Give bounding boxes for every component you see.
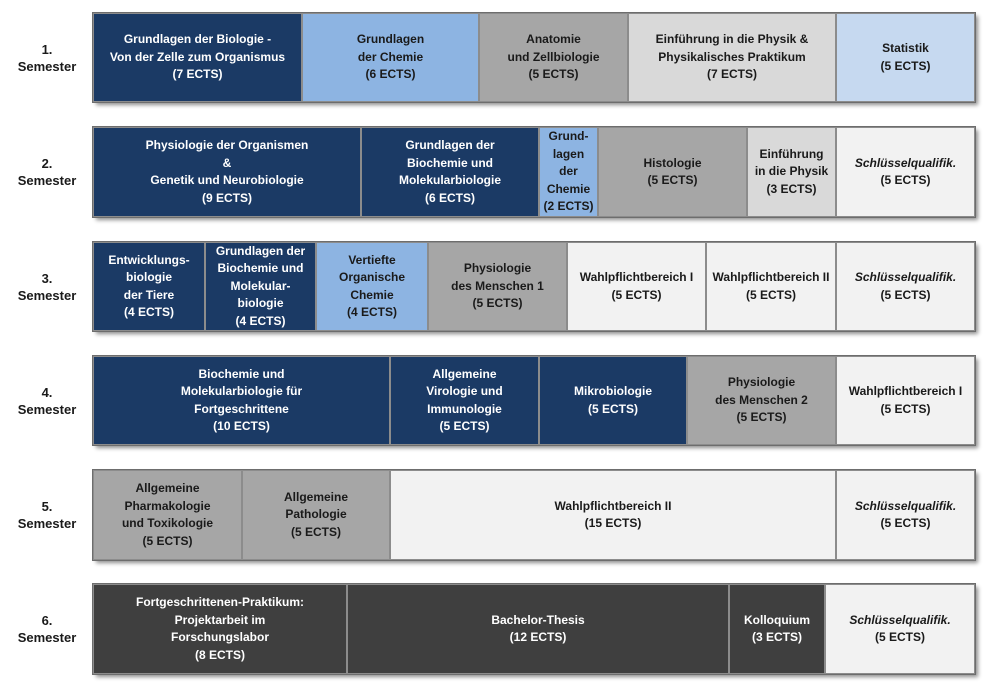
module-title: Schlüsselqualifik. [854,155,957,170]
semester-word: Semester [17,516,77,531]
module-title: Vertiefte Organische Chemie (4 ECTS) [338,252,406,320]
module-box: Mikrobiologie (5 ECTS) [539,356,687,445]
semester-row: Physiologie der Organismen & Genetik und… [92,126,976,218]
semester-label: 3.Semester [4,242,90,331]
module-box: Grund- lagen der Chemie (2 ECTS) [539,127,598,217]
module-box: Statistik (5 ECTS) [836,13,975,102]
semester-label: 5. Semester [4,470,90,560]
semester-number: 6. [41,613,53,628]
module-box: Wahlpflichtbereich II (15 ECTS) [390,470,836,560]
module-box: Grundlagen der Biochemie und Molekularbi… [361,127,539,217]
semester-word: Semester [17,173,77,188]
module-ects: (5 ECTS) [874,630,925,644]
module-box: Physiologie des Menschen 2 (5 ECTS) [687,356,836,445]
semester-row: Allgemeine Pharmakologie und Toxikologie… [92,469,976,561]
module-box: Schlüsselqualifik. (5 ECTS) [836,242,975,331]
module-box: Schlüsselqualifik. (5 ECTS) [836,127,975,217]
module-title: Fortgeschrittenen-Praktikum: Projektarbe… [135,595,305,662]
module-title: Allgemeine Virologie und Immunologie (5 … [426,366,503,434]
semester-row: Entwicklungs- biologie der Tiere (4 ECTS… [92,241,976,332]
semester-row: Biochemie und Molekularbiologie für Fort… [92,355,976,446]
semester-word: Semester [17,287,77,303]
module-box: Physiologie der Organismen & Genetik und… [93,127,361,217]
module-box: Allgemeine Pharmakologie und Toxikologie… [93,470,242,560]
module-box: Wahlpflichtbereich I (5 ECTS) [567,242,706,331]
module-title: Bachelor-Thesis (12 ECTS) [491,612,585,645]
module-title: Grundlagen der Biochemie und Molekularbi… [398,138,501,205]
module-box: Wahlpflichtbereich II (5 ECTS) [706,242,836,331]
module-title: Kolloquium (3 ECTS) [744,612,810,645]
module-box: Histologie (5 ECTS) [598,127,747,217]
module-title: Grundlagen der Chemie (6 ECTS) [356,32,425,82]
module-ects: (5 ECTS) [880,516,931,530]
module-title: Einführung in die Physik & Physikalische… [655,32,809,82]
semester-row: Fortgeschrittenen-Praktikum: Projektarbe… [92,583,976,675]
module-box: Wahlpflichtbereich I (5 ECTS) [836,356,975,445]
module-title: Schlüsselqualifik. [854,270,957,284]
semester-word: Semester [17,58,77,74]
module-box: Einführung in die Physik & Physikalische… [628,13,836,102]
module-title: Wahlpflichtbereich II (5 ECTS) [712,270,830,302]
module-title: Physiologie des Menschen 1 (5 ECTS) [451,261,544,311]
semester-number: 3. [41,270,53,286]
module-title: Schlüsselqualifik. [849,612,951,627]
module-title: Schlüsselqualifik. [854,498,957,513]
semester-number: 4. [41,384,53,400]
module-title: Wahlpflichtbereich II (15 ECTS) [554,498,672,531]
module-title: Einführung in die Physik (3 ECTS) [754,146,829,196]
semester-word: Semester [17,630,77,645]
module-title: Biochemie und Molekularbiologie für Fort… [180,366,303,434]
module-title: Allgemeine Pathologie (5 ECTS) [283,489,349,539]
semester-label: 2. Semester [4,127,90,217]
semester-label: 4.Semester [4,356,90,445]
module-box: Fortgeschrittenen-Praktikum: Projektarbe… [93,584,347,674]
module-box: Grundlagen der Biologie - Von der Zelle … [93,13,302,102]
module-box: Vertiefte Organische Chemie (4 ECTS) [316,242,428,331]
module-title: Grundlagen der Biochemie und Molekular- … [215,243,306,328]
module-title: Mikrobiologie (5 ECTS) [574,384,652,416]
module-title: Histologie (5 ECTS) [643,155,702,188]
module-ects: (5 ECTS) [880,287,931,302]
module-title: Grundlagen der Biologie - Von der Zelle … [109,32,286,82]
module-box: Schlüsselqualifik. (5 ECTS) [836,470,975,560]
module-box: Physiologie des Menschen 1 (5 ECTS) [428,242,567,331]
module-title: Entwicklungs- biologie der Tiere (4 ECTS… [108,252,190,320]
semester-label: 1.Semester [4,13,90,102]
module-box: Allgemeine Virologie und Immunologie (5 … [390,356,539,445]
module-title: Wahlpflichtbereich I (5 ECTS) [579,270,694,302]
module-box: Grundlagen der Chemie (6 ECTS) [302,13,479,102]
semester-number: 2. [41,156,53,171]
module-box: Anatomie und Zellbiologie (5 ECTS) [479,13,628,102]
semester-label: 6. Semester [4,584,90,674]
module-title: Physiologie des Menschen 2 (5 ECTS) [715,375,808,425]
semester-row: Grundlagen der Biologie - Von der Zelle … [92,12,976,103]
module-box: Allgemeine Pathologie (5 ECTS) [242,470,390,560]
module-ects: (5 ECTS) [880,173,931,187]
semester-word: Semester [17,401,77,417]
module-box: Grundlagen der Biochemie und Molekular- … [205,242,316,331]
module-title: Statistik (5 ECTS) [880,41,931,73]
module-box: Kolloquium (3 ECTS) [729,584,825,674]
module-box: Bachelor-Thesis (12 ECTS) [347,584,729,674]
module-box: Schlüsselqualifik. (5 ECTS) [825,584,975,674]
module-box: Entwicklungs- biologie der Tiere (4 ECTS… [93,242,205,331]
semester-number: 5. [41,499,53,514]
module-title: Allgemeine Pharmakologie und Toxikologie… [121,481,214,548]
module-title: Anatomie und Zellbiologie (5 ECTS) [507,32,600,82]
module-box: Biochemie und Molekularbiologie für Fort… [93,356,390,445]
module-box: Einführung in die Physik (3 ECTS) [747,127,836,217]
module-title: Wahlpflichtbereich I (5 ECTS) [848,384,963,416]
module-title: Physiologie der Organismen & Genetik und… [145,138,309,205]
semester-number: 1. [41,41,53,57]
module-title: Grund- lagen der Chemie (2 ECTS) [543,129,594,214]
